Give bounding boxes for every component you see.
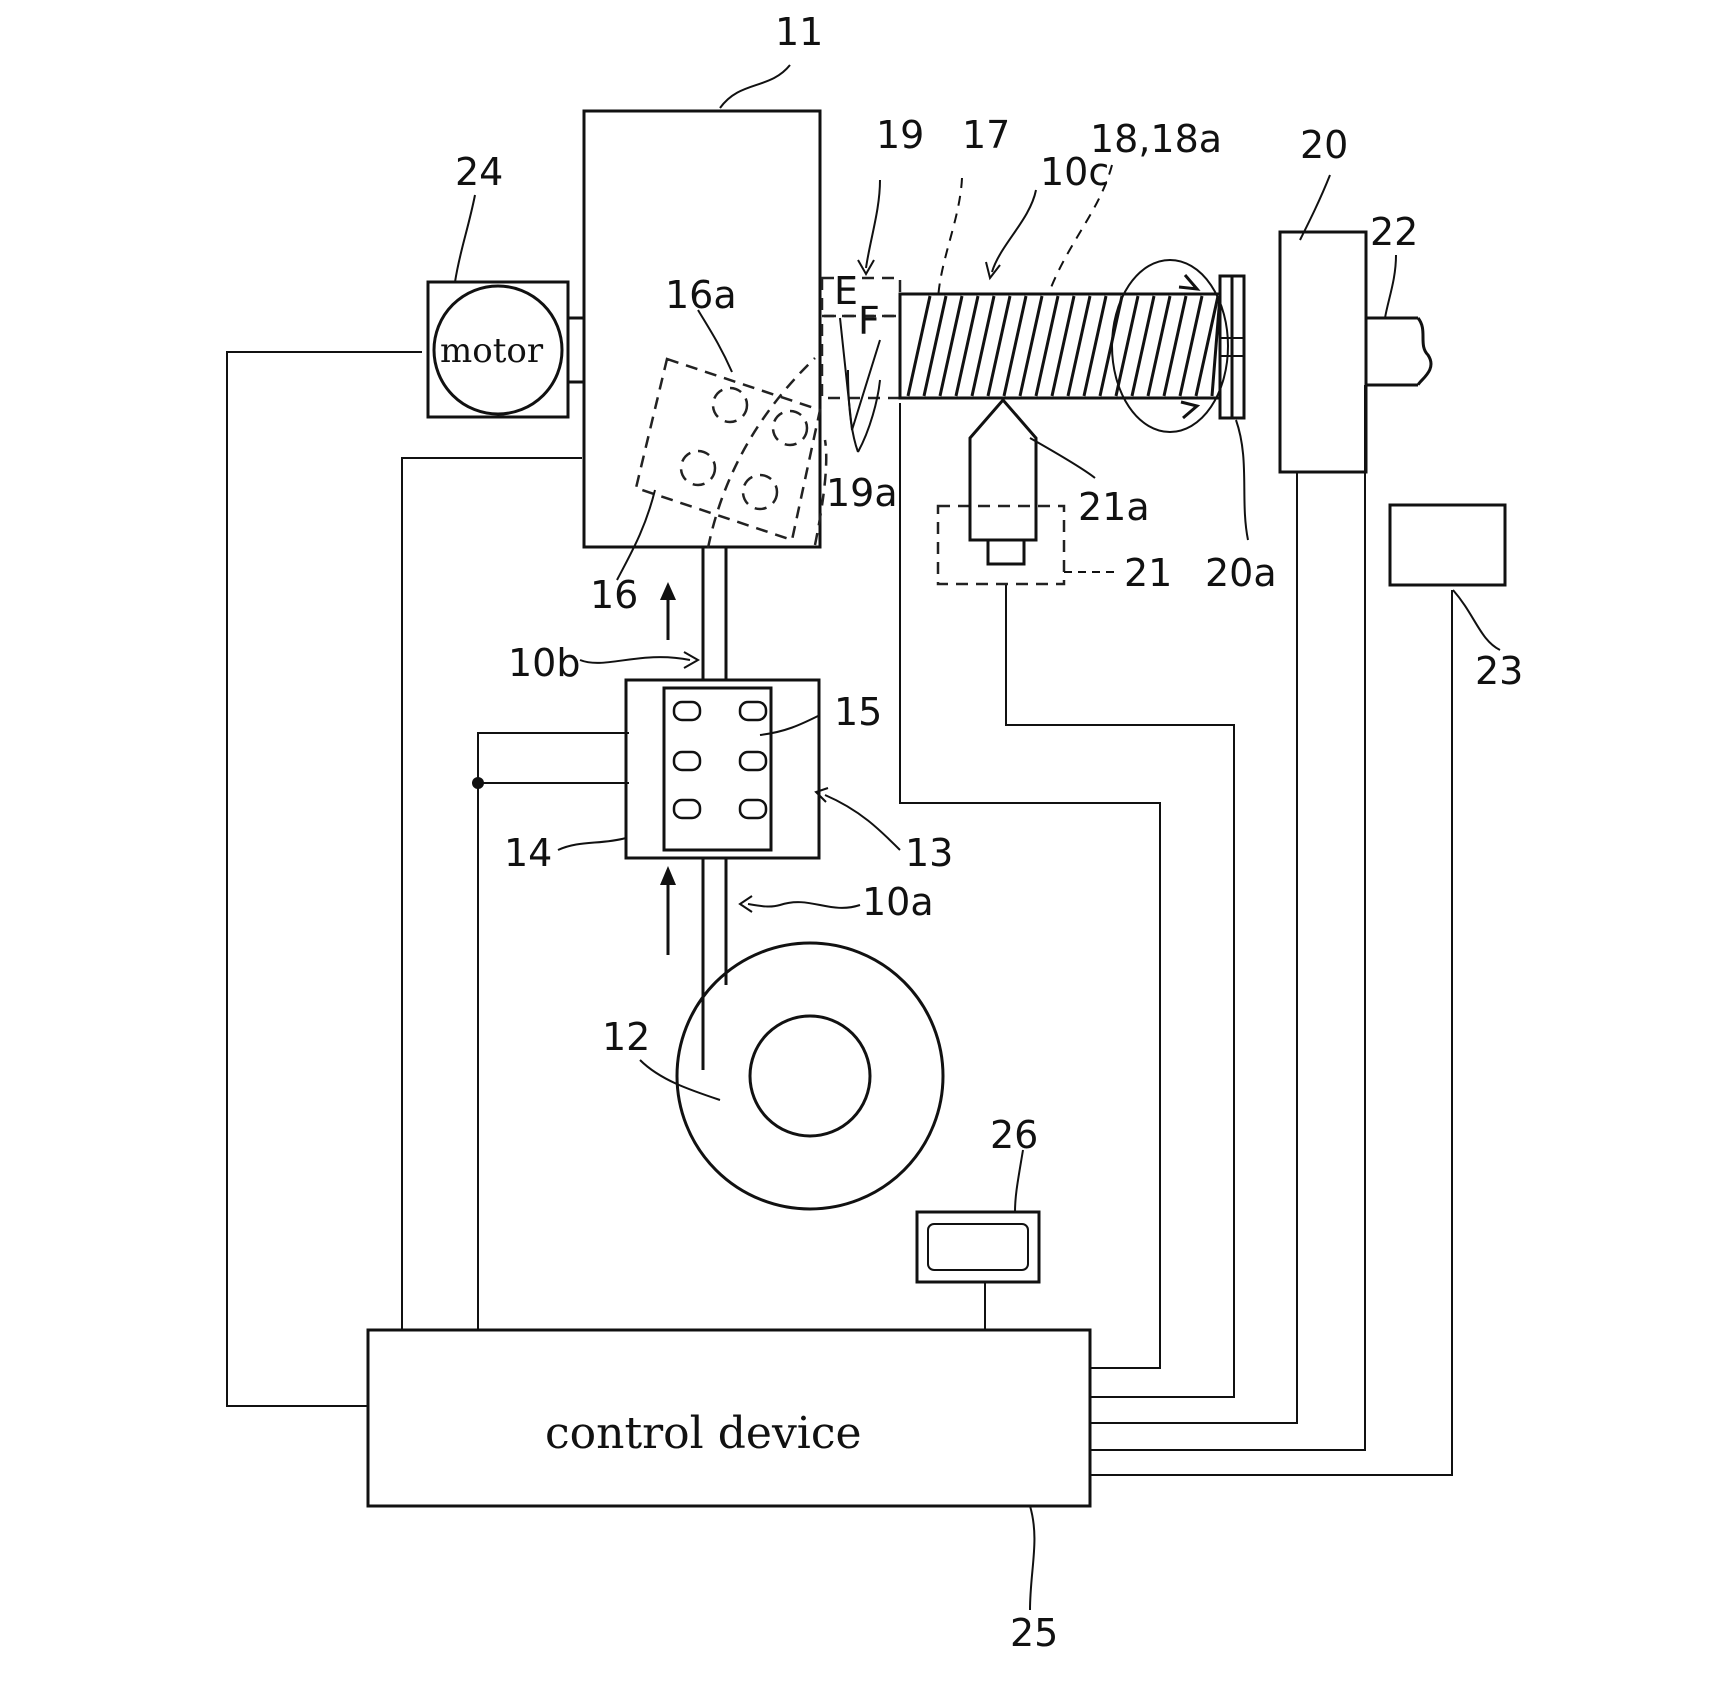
wires — [227, 352, 1452, 1475]
display-26 — [917, 1212, 1039, 1282]
motor-text: motor — [440, 331, 544, 371]
label-17: 17 — [962, 113, 1010, 157]
motor-24: motor — [428, 282, 584, 417]
box-23 — [1390, 505, 1505, 585]
label-16: 16 — [590, 573, 638, 617]
clamp-19: E F — [822, 269, 900, 430]
cutter-21 — [938, 400, 1064, 584]
label-25: 25 — [1010, 1611, 1058, 1655]
label-24: 24 — [455, 150, 503, 194]
reel-12 — [677, 943, 943, 1209]
label-13: 13 — [905, 831, 953, 875]
control-device-text: control device — [545, 1408, 862, 1459]
label-15: 15 — [834, 690, 882, 734]
chuck-20 — [1280, 232, 1366, 472]
screw-17 — [900, 260, 1244, 432]
label-10b: 10b — [508, 641, 580, 685]
shaft-22 — [1366, 318, 1431, 385]
svg-text:E: E — [834, 269, 858, 313]
svg-text:F: F — [858, 299, 880, 343]
label-23: 23 — [1475, 649, 1523, 693]
label-18-18a: 18,18a — [1090, 117, 1222, 161]
magazine-16 — [636, 358, 826, 548]
feed-arrows — [660, 582, 676, 955]
label-12: 12 — [602, 1015, 650, 1059]
label-10a: 10a — [862, 880, 934, 924]
label-20a: 20a — [1205, 551, 1277, 595]
label-19: 19 — [876, 113, 924, 157]
label-26: 26 — [990, 1113, 1038, 1157]
label-11: 11 — [775, 10, 823, 54]
label-22: 22 — [1370, 210, 1418, 254]
label-19a: 19a — [826, 471, 898, 515]
unit-11 — [584, 111, 820, 547]
label-14: 14 — [504, 831, 552, 875]
label-16a: 16a — [665, 273, 737, 317]
label-21a: 21a — [1078, 485, 1150, 529]
label-21: 21 — [1124, 551, 1172, 595]
unit-13 — [626, 680, 819, 858]
label-20: 20 — [1300, 123, 1348, 167]
